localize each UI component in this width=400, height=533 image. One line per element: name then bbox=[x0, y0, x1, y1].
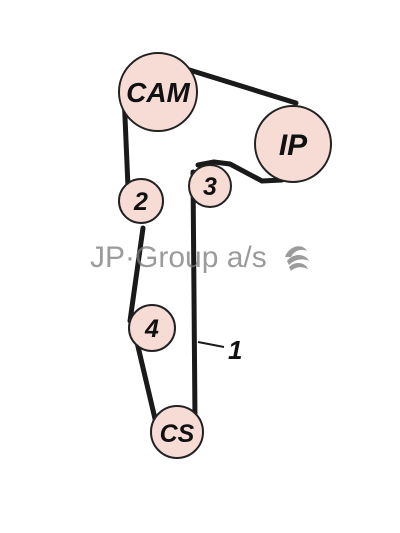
idler-3-label: 3 bbox=[203, 173, 217, 201]
idler-4-label: 4 bbox=[144, 315, 159, 343]
idler-2-label: 2 bbox=[133, 188, 148, 216]
cam-pulley: CAM bbox=[118, 52, 198, 132]
cs-label: CS bbox=[160, 420, 195, 448]
crankshaft-pulley: CS bbox=[150, 405, 204, 459]
idler-pulley-4: 4 bbox=[128, 304, 176, 352]
idler-pulley-3: 3 bbox=[188, 164, 232, 208]
watermark-text: JP·Group a/s bbox=[90, 241, 267, 274]
jp-group-logo-icon bbox=[285, 246, 309, 271]
cam-label: CAM bbox=[126, 77, 190, 108]
belt-callout-number: 1 bbox=[228, 335, 242, 365]
ip-label: IP bbox=[279, 129, 308, 162]
ip-pulley: IP bbox=[254, 105, 332, 183]
idler-pulley-2: 2 bbox=[118, 178, 164, 224]
belt-callout-leader bbox=[197, 341, 225, 348]
timing-belt bbox=[121, 65, 299, 426]
